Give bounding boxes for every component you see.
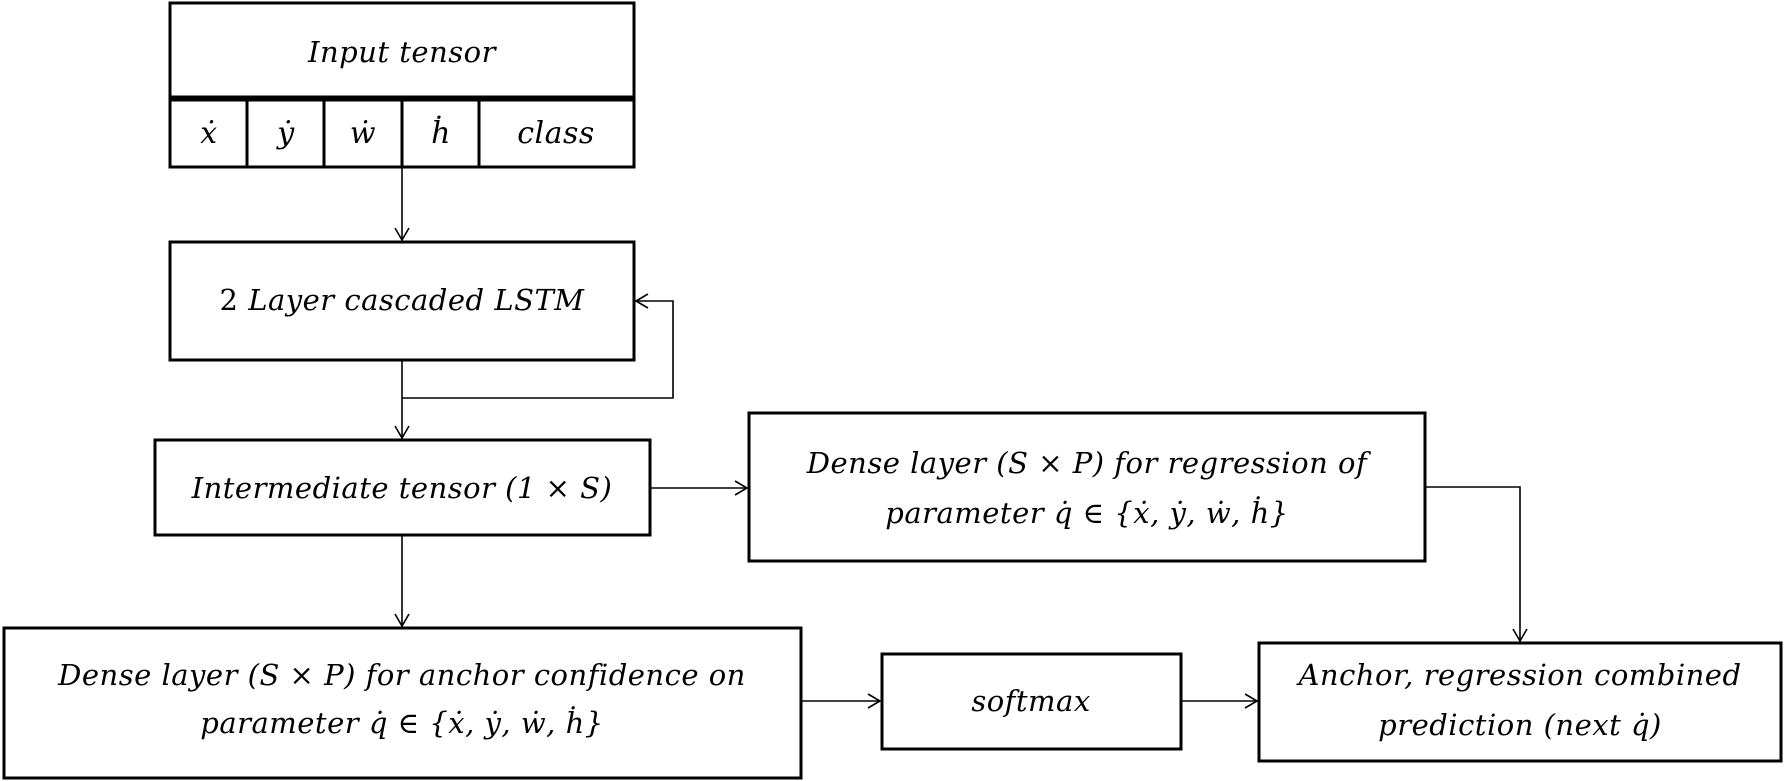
input-cell-x	[168, 98, 249, 169]
input-tensor-block: Input tensor ẋ ẏ ẇ ḣ class	[168, 1, 636, 169]
lstm-label-prefix: 2	[220, 283, 249, 317]
dense-anchor-line1: Dense layer (S × P) for anchor confidenc…	[57, 658, 746, 692]
dense-regression-line2: parameter q̇ ∈ {ẋ, ẏ, ẇ, ḣ}	[885, 495, 1288, 530]
dense-regression-block: Dense layer (S × P) for regression of pa…	[747, 411, 1427, 563]
arrow-lstm-to-intermediate	[394, 360, 410, 440]
dense-anchor-line2: parameter q̇ ∈ {ẋ, ẏ, ẇ, ḣ}	[200, 705, 603, 740]
dense-regression-box	[747, 411, 1427, 563]
dense-anchor-block: Dense layer (S × P) for anchor confidenc…	[2, 626, 803, 780]
softmax-block: softmax	[880, 652, 1183, 751]
softmax-label: softmax	[971, 684, 1090, 718]
arrow-intermediate-to-regression	[650, 480, 749, 496]
input-cell-x-label: ẋ	[200, 116, 217, 151]
arrow-lstm-feedback-loop	[402, 293, 674, 399]
intermediate-tensor-box	[153, 438, 652, 537]
dense-regression-line1: Dense layer (S × P) for regression of	[806, 446, 1372, 480]
combined-prediction-box	[1257, 641, 1783, 763]
input-cell-h-label: ḣ	[431, 115, 451, 151]
intermediate-tensor-block: Intermediate tensor (1 × S)	[153, 438, 652, 537]
combined-prediction-block: Anchor, regression combined prediction (…	[1257, 641, 1783, 763]
lstm-label-text: Layer cascaded LSTM	[247, 283, 585, 317]
arrow-anchor-to-softmax	[801, 693, 882, 709]
input-tensor-title: Input tensor	[307, 35, 498, 69]
input-cell-y	[245, 98, 326, 169]
lstm-block: 2 Layer cascaded LSTM	[168, 240, 636, 362]
input-cell-h	[400, 98, 481, 169]
input-cell-w-label: ẇ	[350, 116, 376, 151]
input-cell-class-label: class	[517, 116, 595, 151]
arrow-intermediate-to-anchor	[394, 535, 410, 628]
arrow-softmax-to-combined	[1181, 693, 1259, 709]
combined-prediction-line1: Anchor, regression combined	[1295, 658, 1741, 692]
dense-anchor-box	[2, 626, 803, 780]
intermediate-tensor-label: Intermediate tensor (1 × S)	[191, 471, 613, 505]
arrow-regression-to-combined	[1425, 486, 1528, 643]
input-tensor-title-box	[168, 1, 636, 99]
combined-prediction-line2: prediction (next q̇)	[1378, 708, 1662, 742]
input-cell-y-label: ẏ	[275, 116, 295, 151]
lstm-label: 2 Layer cascaded LSTM	[220, 283, 586, 317]
softmax-box	[880, 652, 1183, 751]
input-cell-class	[477, 98, 636, 169]
arrow-input-to-lstm	[394, 167, 410, 242]
